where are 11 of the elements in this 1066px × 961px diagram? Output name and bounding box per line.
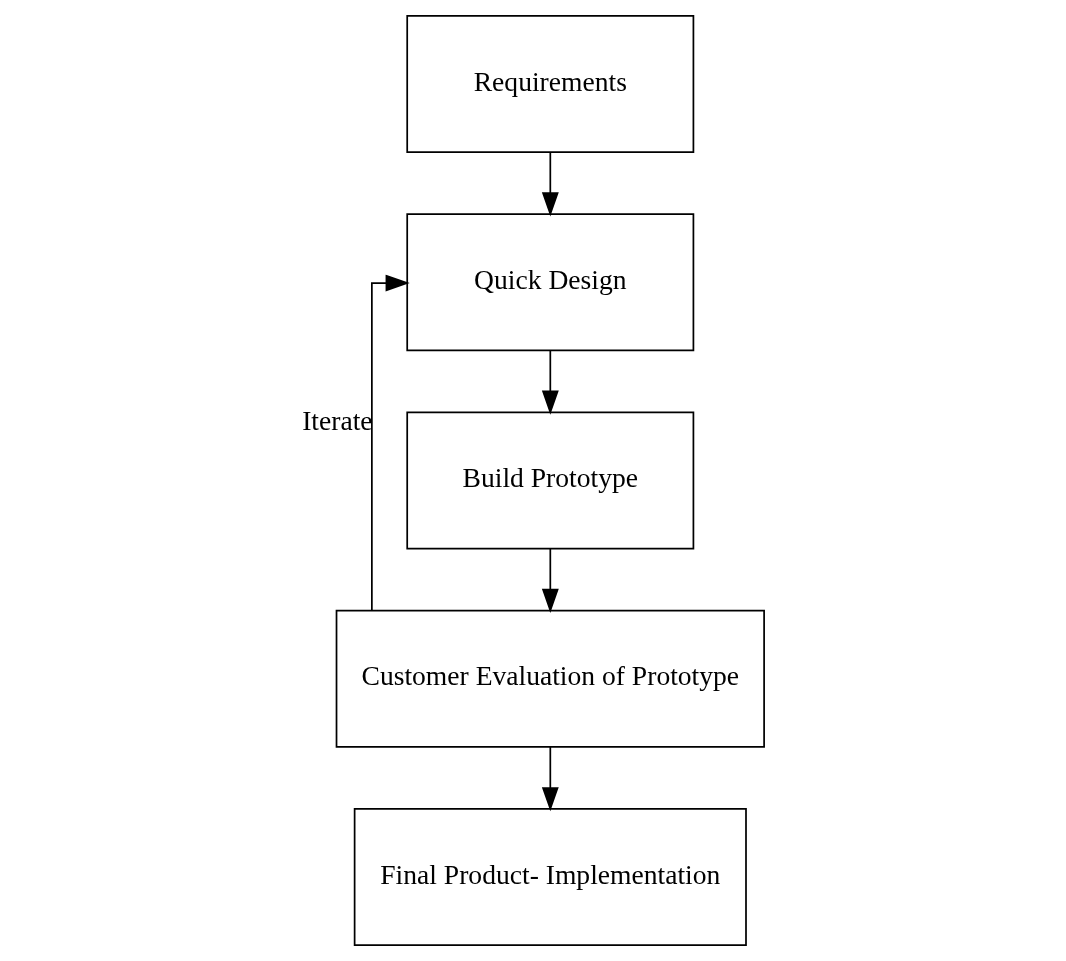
arrow	[370, 274, 410, 612]
arrow	[541, 151, 559, 217]
node-box: Requirements	[405, 15, 694, 153]
arrow	[541, 547, 559, 613]
arrow	[541, 349, 559, 415]
node-box: Final Product- Implementation	[353, 808, 747, 946]
node-box: Quick Design	[405, 213, 694, 352]
node-box: Customer Evaluation of Prototype	[335, 609, 765, 748]
edge-label: Iterate	[301, 405, 373, 437]
arrow	[541, 746, 559, 812]
node-box: Build Prototype	[405, 411, 694, 550]
